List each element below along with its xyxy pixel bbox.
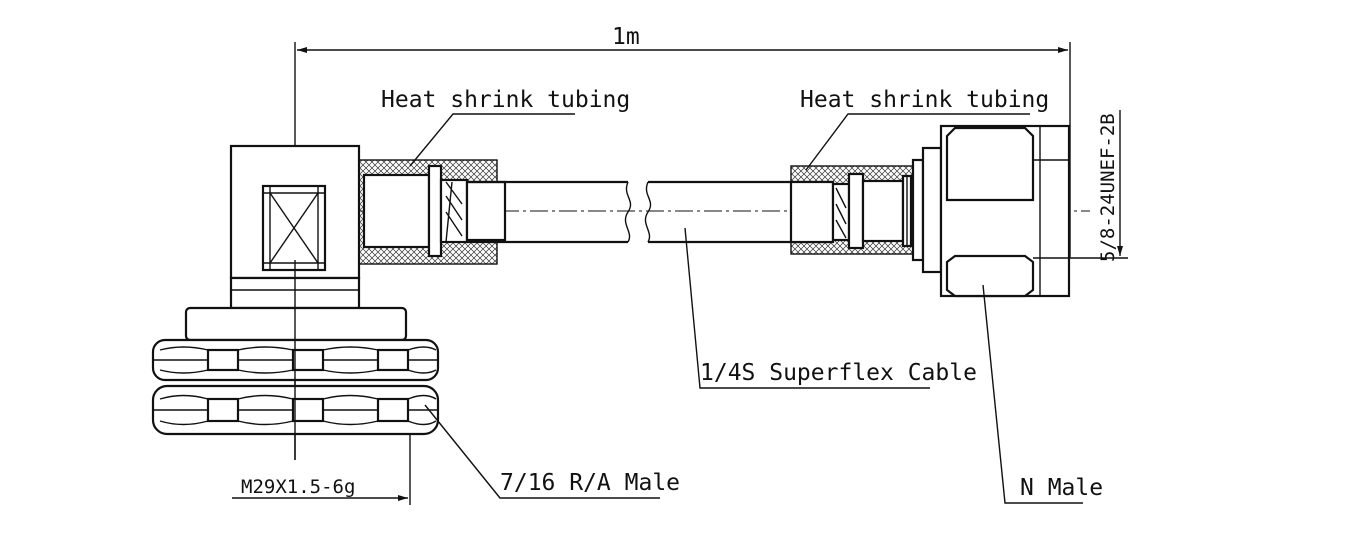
callout-connector-left: 7/16 R/A Male <box>424 404 680 499</box>
heat-shrink-left <box>358 159 507 265</box>
cable-segment-left <box>467 180 632 244</box>
thread-right-label: 5/8-24UNEF-2B <box>1097 113 1119 262</box>
connector-7-16-ra-male <box>151 144 440 460</box>
connector-n-male <box>911 124 1071 298</box>
heat-shrink-right <box>789 165 914 255</box>
callout-heat-shrink-left: Heat shrink tubing <box>381 87 630 167</box>
callout-connector-right: N Male <box>982 284 1103 504</box>
connector-right-label: N Male <box>1020 475 1103 501</box>
thread-dimension-right: 5/8-24UNEF-2B <box>1070 110 1128 262</box>
thread-left-label: M29X1.5-6g <box>241 476 355 498</box>
callout-heat-shrink-right: Heat shrink tubing <box>800 87 1049 171</box>
overall-length-label: 1m <box>612 24 640 50</box>
heat-shrink-left-label: Heat shrink tubing <box>381 87 630 113</box>
heat-shrink-right-label: Heat shrink tubing <box>800 87 1049 113</box>
cable-label: 1/4S Superflex Cable <box>700 360 977 386</box>
connector-left-label: 7/16 R/A Male <box>500 470 680 496</box>
thread-dimension-left: M29X1.5-6g <box>232 434 411 505</box>
callout-cable: 1/4S Superflex Cable <box>684 227 977 389</box>
